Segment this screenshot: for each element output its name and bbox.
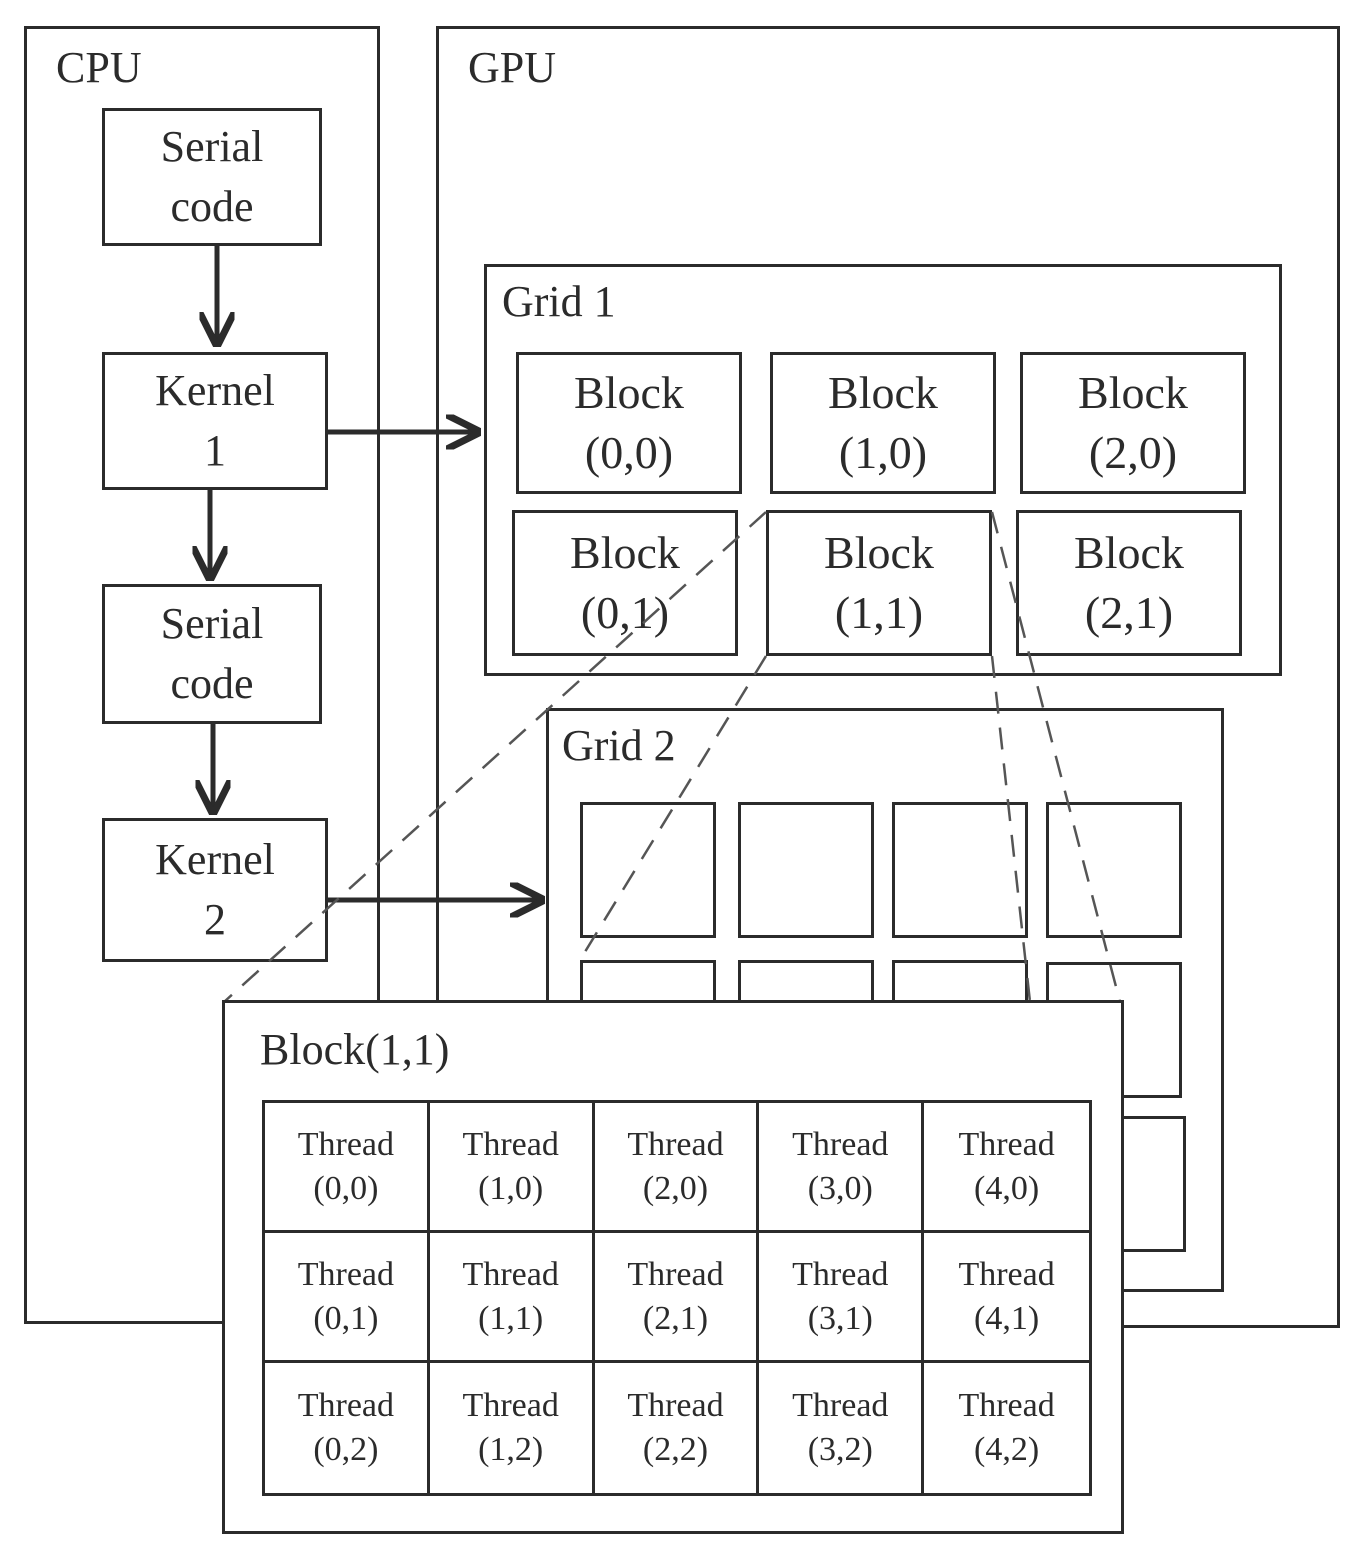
thread-coord: (0,1) [313,1299,379,1337]
thread-label: Thread [792,1125,889,1163]
node-line: Serial [160,122,264,171]
thread-label: Thread [792,1255,889,1293]
block-coord: (2,0) [1088,427,1178,478]
thread-label: Thread [627,1125,724,1163]
thread-coord: (3,0) [807,1169,873,1207]
thread-label: Thread [297,1255,395,1293]
block-label: Block [570,527,680,578]
thread-coord: (0,0) [313,1169,379,1207]
thread-coord: (0,2) [313,1431,379,1468]
grid-2-block [580,802,716,938]
block-label: Block [824,527,934,578]
thread-0-0: Thread (0,0) [265,1103,430,1233]
block-2-1: Block (2,1) [1016,510,1242,656]
thread-4-1: Thread (4,1) [924,1233,1089,1363]
block-label: Block [1078,367,1188,418]
node-line: code [170,659,254,708]
node-line: 1 [204,426,226,475]
node-line: code [170,182,254,231]
block-label: Block [1074,527,1184,578]
thread-3-2: Thread (3,2) [759,1363,925,1493]
block-coord: (1,0) [838,427,928,478]
node-line: Serial [160,599,264,648]
grid-2-block [1046,802,1182,938]
block-label: Block [828,367,938,418]
thread-grid: Thread (0,0) Thread (1,0) Thread (2,0) Thre… [262,1100,1092,1496]
thread-4-2: Thread (4,2) [924,1363,1089,1493]
grid-1-title: Grid 1 [502,277,616,326]
thread-label: Thread [297,1125,395,1163]
block-0-0: Block (0,0) [516,352,742,494]
block-1-0: Block (1,0) [770,352,996,494]
thread-0-1: Thread (0,1) [265,1233,430,1363]
block-label: Block [574,367,684,418]
thread-coord: (4,0) [974,1169,1040,1207]
thread-coord: (4,2) [974,1431,1040,1468]
thread-label: Thread [792,1387,889,1424]
thread-label: Thread [462,1125,559,1163]
block-coord: (0,0) [584,427,674,478]
thread-label: Thread [462,1255,559,1293]
thread-1-2: Thread (1,2) [430,1363,595,1493]
block-2-0: Block (2,0) [1020,352,1246,494]
kernel-1-node: Kernel 1 [102,352,328,490]
thread-coord: (4,1) [974,1299,1040,1337]
block-0-1: Block (0,1) [512,510,738,656]
block-coord: (1,1) [834,587,924,638]
thread-label: Thread [297,1387,395,1424]
thread-1-1: Thread (1,1) [429,1233,595,1363]
block-detail-panel [222,1000,1124,1534]
thread-4-0: Thread (4,0) [924,1103,1089,1233]
thread-coord: (1,1) [478,1299,544,1337]
thread-3-1: Thread (3,1) [759,1233,925,1363]
node-line: Kernel [155,366,275,415]
thread-2-0: Thread (2,0) [594,1103,760,1233]
thread-label: Thread [627,1387,724,1424]
serial-code-node-1: Serial code [102,108,322,246]
thread-2-1: Thread (2,1) [594,1233,760,1363]
thread-coord: (2,2) [642,1431,709,1468]
thread-coord: (2,0) [642,1169,709,1207]
block-1-1: Block (1,1) [766,510,992,656]
thread-coord: (3,1) [807,1299,873,1337]
thread-1-0: Thread (1,0) [429,1103,595,1233]
block-coord: (2,1) [1084,587,1174,638]
thread-2-2: Thread (2,2) [595,1363,760,1493]
grid-2-block [892,802,1028,938]
thread-coord: (2,1) [642,1299,709,1337]
grid-2-block [738,802,874,938]
thread-coord: (1,2) [478,1431,544,1468]
thread-coord: (3,2) [807,1431,873,1468]
thread-label: Thread [462,1387,559,1424]
thread-label: Thread [958,1255,1055,1293]
block-coord: (0,1) [580,587,670,638]
cpu-title: CPU [56,43,142,92]
thread-coord: (1,0) [478,1169,544,1207]
serial-code-node-2: Serial code [102,584,322,724]
gpu-title: GPU [468,43,557,92]
block-detail-title: Block(1,1) [260,1025,450,1074]
node-line: Kernel [155,835,275,884]
thread-3-0: Thread (3,0) [759,1103,925,1233]
thread-label: Thread [958,1387,1055,1424]
thread-label: Thread [958,1125,1055,1163]
node-line: 2 [204,895,226,944]
kernel-2-node: Kernel 2 [102,818,328,962]
grid-2-title: Grid 2 [562,721,676,770]
thread-0-2: Thread (0,2) [265,1363,430,1493]
thread-label: Thread [627,1255,724,1293]
